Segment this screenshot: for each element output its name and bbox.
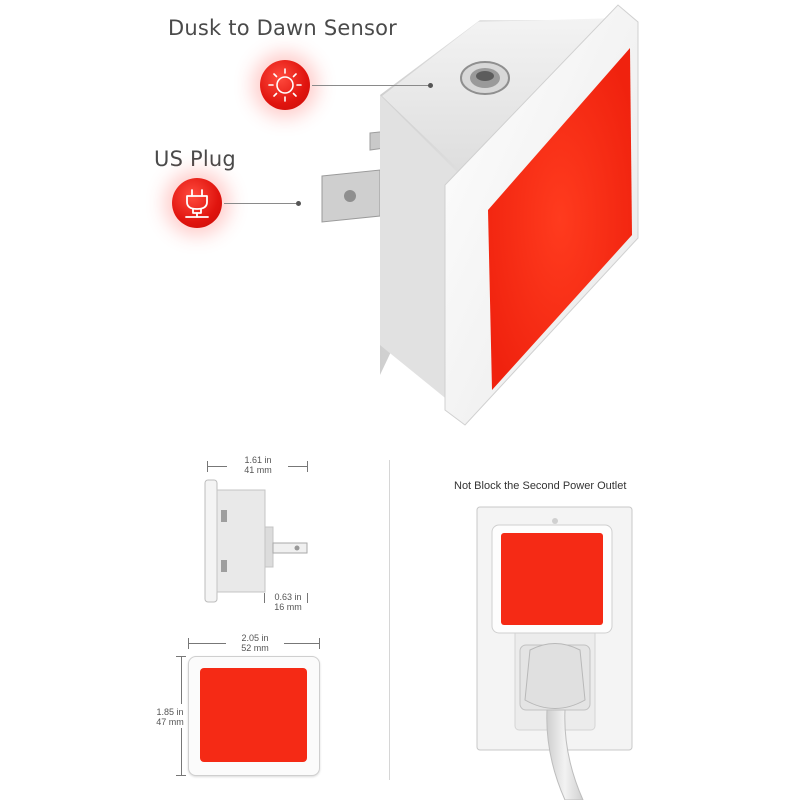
depth-tick-right (307, 461, 308, 472)
sensor-feature-badge (260, 60, 310, 110)
height-dimension-label: 1.85 in 47 mm (150, 707, 190, 727)
section-divider (389, 460, 390, 780)
prong-in-text: 0.63 in (274, 592, 302, 602)
plug-icon (185, 189, 209, 218)
width-dimension-line-right (284, 643, 320, 644)
product-hero-image (300, 0, 800, 440)
sensor-leader-dot (428, 83, 433, 88)
prong-mm-text: 16 mm (274, 602, 302, 612)
plug-feature-badge (172, 178, 222, 228)
sensor-leader-line (312, 85, 430, 86)
depth-dimension-line-right (288, 466, 308, 467)
width-tick-left (188, 638, 189, 649)
width-mm-text: 52 mm (241, 643, 269, 653)
plug-leader-dot (296, 201, 301, 206)
depth-tick-left (207, 461, 208, 472)
height-dimension-line-top (181, 656, 182, 704)
width-in-text: 2.05 in (241, 633, 269, 643)
night-light-illustration (321, 4, 639, 426)
depth-dimension-label: 1.61 in 41 mm (228, 455, 288, 475)
front-view-light-panel (200, 668, 307, 762)
sun-icon (268, 68, 302, 102)
height-tick-bottom (176, 775, 186, 776)
depth-dimension-line (207, 466, 227, 467)
depth-in-text: 1.61 in (244, 455, 272, 465)
height-dimension-line-bottom (181, 728, 182, 775)
width-tick-right (319, 638, 320, 649)
plug-leader-line (224, 203, 296, 204)
prong-tick-right (307, 593, 308, 603)
prong-tick-left (264, 593, 265, 603)
wall-outlet-illustration (476, 506, 633, 800)
depth-mm-text: 41 mm (244, 465, 272, 475)
height-in-text: 1.85 in (156, 707, 184, 717)
prong-dimension-label: 0.63 in 16 mm (258, 592, 318, 612)
width-dimension-line-left (188, 643, 226, 644)
width-dimension-label: 2.05 in 52 mm (225, 633, 285, 653)
side-view-drawing (204, 479, 308, 603)
sensor-feature-label: Dusk to Dawn Sensor (168, 16, 397, 40)
plug-feature-label: US Plug (154, 147, 236, 171)
height-mm-text: 47 mm (156, 717, 184, 727)
outlet-section-title: Not Block the Second Power Outlet (454, 480, 627, 492)
